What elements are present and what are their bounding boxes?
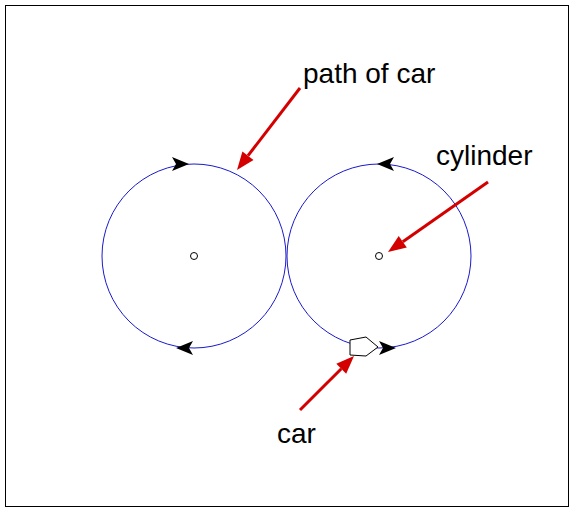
- cylinder-symbol: [191, 253, 198, 260]
- callout-label: car: [277, 420, 316, 448]
- frame-border: [6, 6, 569, 507]
- direction-arrowhead: [379, 341, 396, 355]
- direction-arrowhead: [176, 341, 193, 355]
- leader-arrow: [300, 369, 341, 410]
- cylinder-symbol: [376, 253, 383, 260]
- leader-arrowhead: [336, 356, 354, 374]
- callout-label: path of car: [303, 60, 435, 88]
- leader-arrowhead: [237, 151, 254, 170]
- leader-arrowhead: [388, 236, 407, 252]
- car-symbol: [350, 337, 378, 356]
- leader-arrow: [248, 88, 300, 156]
- direction-arrowhead: [377, 157, 394, 171]
- leader-arrow: [403, 182, 488, 242]
- callout-label: cylinder: [436, 142, 532, 170]
- direction-arrowhead: [172, 157, 189, 171]
- car-path-circle: [287, 164, 471, 348]
- car-path-circle: [102, 164, 286, 348]
